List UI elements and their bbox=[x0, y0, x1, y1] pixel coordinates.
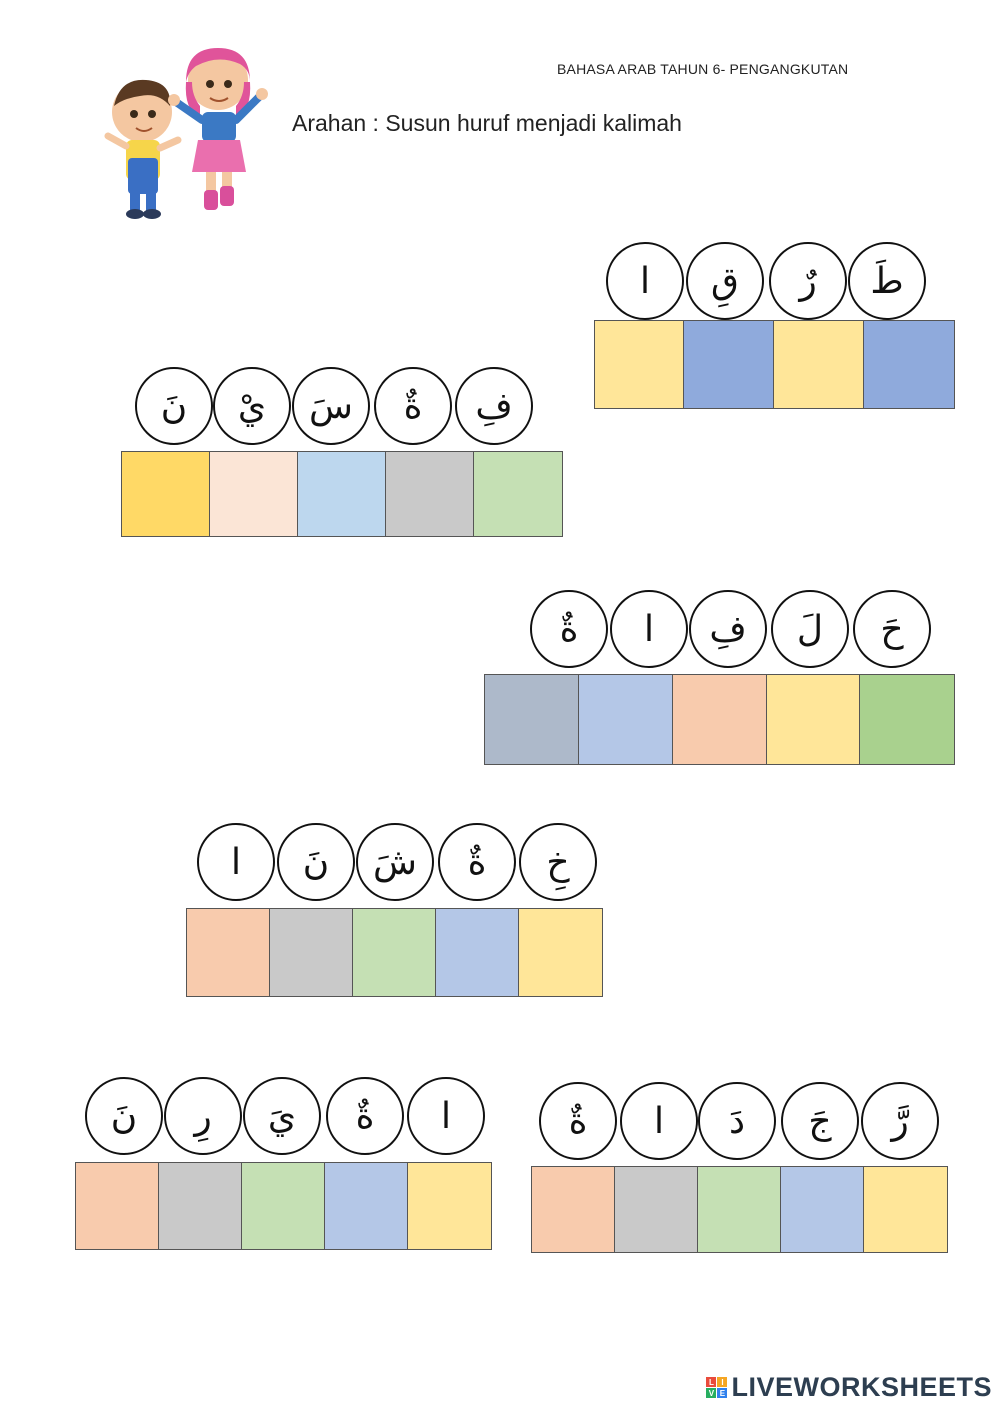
puzzle-5: ةٌ ا دَ جَ رَّ bbox=[531, 1082, 949, 1255]
letter-tile[interactable]: طَ bbox=[848, 242, 926, 320]
letter-tile[interactable]: نَ bbox=[135, 367, 213, 445]
answer-box[interactable] bbox=[531, 1166, 615, 1253]
logo-text: LIVEWORKSHEETS bbox=[731, 1372, 992, 1402]
answer-box[interactable] bbox=[519, 908, 603, 997]
answer-box[interactable] bbox=[579, 674, 673, 765]
letter-tile[interactable]: ا bbox=[620, 1082, 698, 1160]
letter-tile[interactable]: يَ bbox=[243, 1077, 321, 1155]
logo-letter: E bbox=[717, 1388, 728, 1398]
letter-tile[interactable]: رَّ bbox=[861, 1082, 939, 1160]
answer-box[interactable] bbox=[436, 908, 519, 997]
subject-title: BAHASA ARAB TAHUN 6- PENGANGKUTAN bbox=[557, 61, 849, 77]
answer-box[interactable] bbox=[594, 320, 684, 409]
answer-box[interactable] bbox=[474, 451, 563, 537]
answer-box[interactable] bbox=[864, 1166, 948, 1253]
letter-tile[interactable]: قِ bbox=[686, 242, 764, 320]
letter-tile[interactable]: ا bbox=[606, 242, 684, 320]
letter-tile[interactable]: فِ bbox=[689, 590, 767, 668]
answer-boxes bbox=[121, 451, 563, 537]
answer-boxes bbox=[484, 674, 955, 765]
answer-box[interactable] bbox=[159, 1162, 242, 1250]
answer-box[interactable] bbox=[615, 1166, 698, 1253]
logo-letter: I bbox=[717, 1377, 728, 1387]
logo-letter: L bbox=[706, 1377, 717, 1387]
answer-box[interactable] bbox=[698, 1166, 781, 1253]
answer-box[interactable] bbox=[353, 908, 436, 997]
answer-box[interactable] bbox=[75, 1162, 159, 1250]
letter-tile[interactable]: خِ bbox=[519, 823, 597, 901]
answer-box[interactable] bbox=[298, 451, 386, 537]
answer-boxes bbox=[531, 1166, 948, 1253]
letter-tile[interactable]: شَ bbox=[356, 823, 434, 901]
answer-boxes bbox=[186, 908, 603, 997]
letter-tile[interactable]: رِ bbox=[164, 1077, 242, 1155]
answer-boxes bbox=[75, 1162, 492, 1250]
puzzle-2: نَ يْ سَ ةٌ فِ bbox=[121, 367, 563, 539]
letter-tile[interactable]: نَ bbox=[277, 823, 355, 901]
answer-box[interactable] bbox=[774, 320, 864, 409]
answer-box[interactable] bbox=[484, 674, 579, 765]
letter-tile[interactable]: رٌ bbox=[769, 242, 847, 320]
answer-box[interactable] bbox=[242, 1162, 325, 1250]
letter-tile[interactable]: لَ bbox=[771, 590, 849, 668]
puzzle-4: ا نَ شَ ةٌ خِ bbox=[186, 823, 604, 999]
letter-tile[interactable]: ا bbox=[610, 590, 688, 668]
logo-letter: V bbox=[706, 1388, 717, 1398]
answer-box[interactable] bbox=[325, 1162, 408, 1250]
letter-tile[interactable]: ا bbox=[407, 1077, 485, 1155]
liveworksheets-logo-icon: L I V E bbox=[706, 1377, 728, 1398]
answer-box[interactable] bbox=[684, 320, 774, 409]
answer-box[interactable] bbox=[673, 674, 767, 765]
letter-tile[interactable]: دَ bbox=[698, 1082, 776, 1160]
answer-box[interactable] bbox=[121, 451, 210, 537]
answer-box[interactable] bbox=[864, 320, 955, 409]
letter-tile[interactable]: ةٌ bbox=[374, 367, 452, 445]
letter-tile[interactable]: يْ bbox=[213, 367, 291, 445]
puzzle-1: ا قِ رٌ طَ bbox=[594, 242, 956, 410]
answer-box[interactable] bbox=[386, 451, 474, 537]
letter-tile[interactable]: ةٌ bbox=[326, 1077, 404, 1155]
letter-tile[interactable]: سَ bbox=[292, 367, 370, 445]
answer-box[interactable] bbox=[186, 908, 270, 997]
answer-box[interactable] bbox=[860, 674, 955, 765]
answer-boxes bbox=[594, 320, 955, 409]
letter-tile[interactable]: جَ bbox=[781, 1082, 859, 1160]
letter-tile[interactable]: ا bbox=[197, 823, 275, 901]
instruction-text: Arahan : Susun huruf menjadi kalimah bbox=[292, 110, 682, 136]
answer-box[interactable] bbox=[781, 1166, 864, 1253]
puzzle-3: ةٌ ا فِ لَ حَ bbox=[484, 590, 956, 767]
letter-tile[interactable]: ةٌ bbox=[530, 590, 608, 668]
answer-box[interactable] bbox=[767, 674, 860, 765]
letter-tile[interactable]: فِ bbox=[455, 367, 533, 445]
letter-tile[interactable]: ةٌ bbox=[539, 1082, 617, 1160]
letter-tile[interactable]: ةٌ bbox=[438, 823, 516, 901]
puzzle-6: نَ رِ يَ ةٌ ا bbox=[75, 1077, 494, 1252]
cartoon-kids-icon bbox=[104, 48, 268, 219]
letter-tile[interactable]: نَ bbox=[85, 1077, 163, 1155]
liveworksheets-logo[interactable]: L I V E LIVEWORKSHEETS bbox=[706, 1372, 992, 1403]
letter-tile[interactable]: حَ bbox=[853, 590, 931, 668]
answer-box[interactable] bbox=[408, 1162, 492, 1250]
answer-box[interactable] bbox=[210, 451, 298, 537]
answer-box[interactable] bbox=[270, 908, 353, 997]
